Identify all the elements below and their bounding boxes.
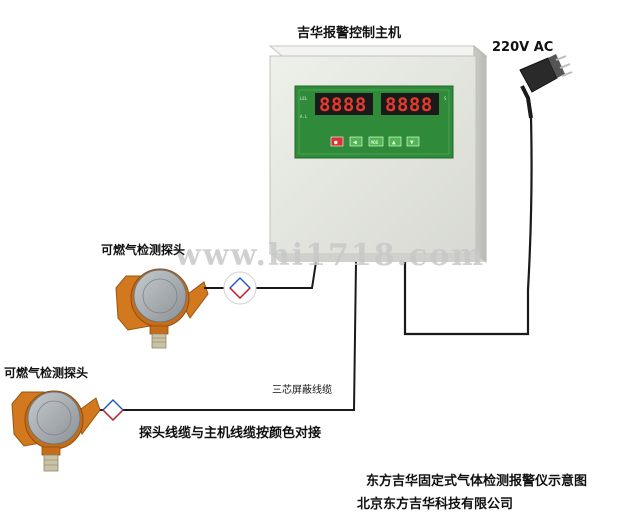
display-right: 8888	[385, 94, 433, 116]
company-name: 北京东方吉华科技有限公司	[357, 497, 514, 512]
svg-text:●: ●	[334, 139, 338, 146]
cable-label: 三芯屏蔽线缆	[272, 385, 332, 396]
controller-title: 吉华报警控制主机	[297, 26, 402, 41]
gas-probe-1	[115, 268, 218, 349]
probe-label-2: 可燃气检测探头	[4, 366, 89, 380]
svg-text:◀: ◀	[353, 139, 357, 146]
svg-text:▼: ▼	[410, 139, 414, 146]
power-label: 220V AC	[492, 40, 554, 55]
control-panel: LEL A.L S 8888 8888 ● ◀ MOD ▲ ▼	[294, 85, 454, 159]
panel-button-up	[388, 136, 402, 147]
svg-text:S: S	[444, 96, 447, 101]
gas-probe-2	[11, 390, 101, 472]
panel-button-red	[330, 136, 344, 147]
connector-2	[102, 399, 124, 421]
watermark: www.hi1718.com	[175, 238, 486, 273]
power-plug-icon	[519, 54, 573, 119]
panel-button-left	[349, 136, 363, 147]
diagram-caption: 东方吉华固定式气体检测报警仪示意图	[366, 474, 588, 489]
svg-text:▲: ▲	[392, 139, 396, 146]
wiring-note: 探头线缆与主机线缆按颜色对接	[139, 426, 322, 441]
power-cable	[403, 117, 533, 336]
display-left: 8888	[319, 94, 367, 116]
panel-button-mode	[368, 136, 384, 147]
svg-text:A.L: A.L	[300, 114, 308, 119]
connector-1	[223, 271, 257, 305]
cable-probe-2	[84, 261, 357, 411]
probe-label-1: 可燃气检测探头	[101, 243, 186, 257]
svg-text:MOD: MOD	[371, 140, 379, 145]
panel-button-down	[406, 136, 420, 147]
svg-text:LEL: LEL	[300, 96, 308, 101]
